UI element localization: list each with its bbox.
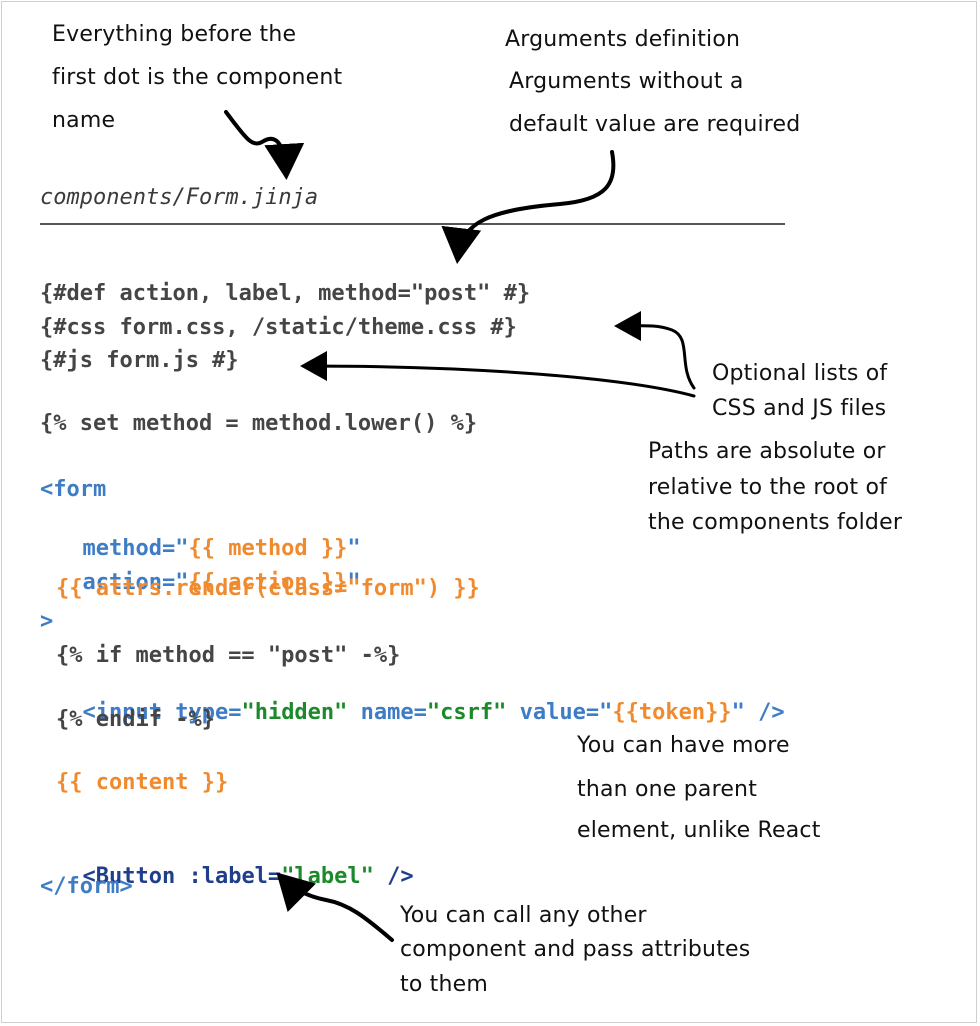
code-line-set: {% set method = method.lower() %}: [40, 411, 478, 436]
code-line-form-open: <form: [40, 477, 107, 502]
input-value-attr: value=": [506, 700, 613, 725]
code-line-attrs: {{ attrs.render(class="form") }}: [56, 576, 480, 601]
note-component-name-2: first dot is the component: [52, 65, 343, 90]
input-close: " />: [731, 700, 785, 725]
method-expr: {{ method }}: [188, 536, 348, 561]
code-line-endif: {% endif -%}: [56, 707, 215, 732]
input-name-attr: name=: [347, 700, 427, 725]
button-tag: <Button :label=: [82, 864, 282, 889]
note-arguments-1: Arguments definition: [505, 27, 741, 52]
header-divider: [40, 223, 785, 225]
input-value-expr: {{token}}: [612, 700, 732, 725]
note-component-name-1: Everything before the: [52, 22, 297, 47]
arrow-component-name: [224, 110, 305, 180]
note-paths-3: the components folder: [648, 510, 903, 535]
button-close: />: [373, 864, 414, 889]
note-paths-1: Paths are absolute or: [648, 439, 886, 464]
note-parent-3: element, unlike React: [577, 818, 821, 843]
input-type-attr: type=: [175, 700, 242, 725]
note-optional-lists-1: Optional lists of: [712, 361, 888, 386]
note-call-3: to them: [400, 972, 489, 997]
code-line-gt: >: [40, 609, 54, 634]
note-parent-2: than one parent: [577, 777, 758, 802]
note-component-name-3: name: [52, 108, 116, 133]
method-quote: ": [347, 536, 361, 561]
code-line-if: {% if method == "post" -%}: [56, 643, 401, 668]
code-line-content: {{ content }}: [56, 770, 229, 795]
code-line-def: {#def action, label, method="post" #}: [40, 281, 531, 306]
action-quote: ": [347, 570, 361, 595]
arrow-arguments: [441, 150, 616, 264]
action-expr: {{ action }}: [188, 570, 348, 595]
note-call-1: You can call any other: [400, 903, 647, 928]
arrow-call-component: [276, 872, 394, 942]
code-line-action: action="{{ action }}": [56, 544, 361, 596]
arrow-optional-css: [614, 310, 696, 390]
method-attr: method=": [82, 536, 189, 561]
code-line-js: {#js form.js #}: [40, 348, 239, 373]
file-name: components/Form.jinja: [40, 185, 319, 210]
input-type-value: "hidden": [241, 700, 348, 725]
arrow-optional-js: [300, 351, 696, 398]
action-attr: action=": [82, 570, 189, 595]
code-line-css: {#css form.css, /static/theme.css #}: [40, 315, 517, 340]
code-line-method: method="{{ method }}": [56, 510, 361, 562]
code-line-button: <Button :label="label" />: [56, 838, 414, 890]
note-arguments-2: Arguments without a: [509, 69, 744, 94]
input-tag: <input: [82, 700, 176, 725]
code-line-form-close: </form>: [40, 874, 133, 899]
input-name-value: "csrf": [426, 700, 507, 725]
note-optional-lists-2: CSS and JS files: [712, 396, 887, 421]
note-arguments-3: default value are required: [509, 112, 801, 137]
note-parent-1: You can have more: [577, 733, 790, 758]
note-call-2: component and pass attributes: [400, 937, 751, 962]
code-line-input: <input type="hidden" name="csrf" value="…: [56, 674, 785, 726]
note-paths-2: relative to the root of: [648, 475, 888, 500]
